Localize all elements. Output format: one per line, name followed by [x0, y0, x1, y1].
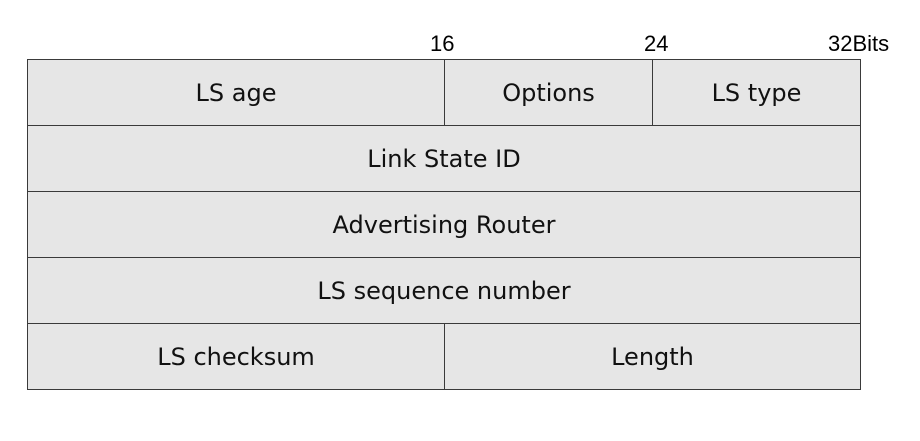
field-link-state-id: Link State ID — [27, 125, 861, 192]
bit-marker-24: 24 — [644, 31, 669, 56]
header-row-4: LS sequence number — [27, 257, 861, 324]
field-ls-type: LS type — [652, 59, 861, 126]
header-row-3: Advertising Router — [27, 191, 861, 258]
field-ls-sequence-number: LS sequence number — [27, 257, 861, 324]
field-ls-checksum: LS checksum — [27, 323, 445, 390]
bit-marker-16: 16 — [430, 31, 455, 56]
field-advertising-router: Advertising Router — [27, 191, 861, 258]
bit-marker-32: 32Bits — [828, 31, 890, 56]
header-row-2: Link State ID — [27, 125, 861, 192]
field-options: Options — [444, 59, 653, 126]
field-length: Length — [444, 323, 861, 390]
header-row-5: LS checksum Length — [27, 323, 861, 390]
header-row-1: LS age Options LS type — [27, 59, 861, 126]
field-ls-age: LS age — [27, 59, 445, 126]
